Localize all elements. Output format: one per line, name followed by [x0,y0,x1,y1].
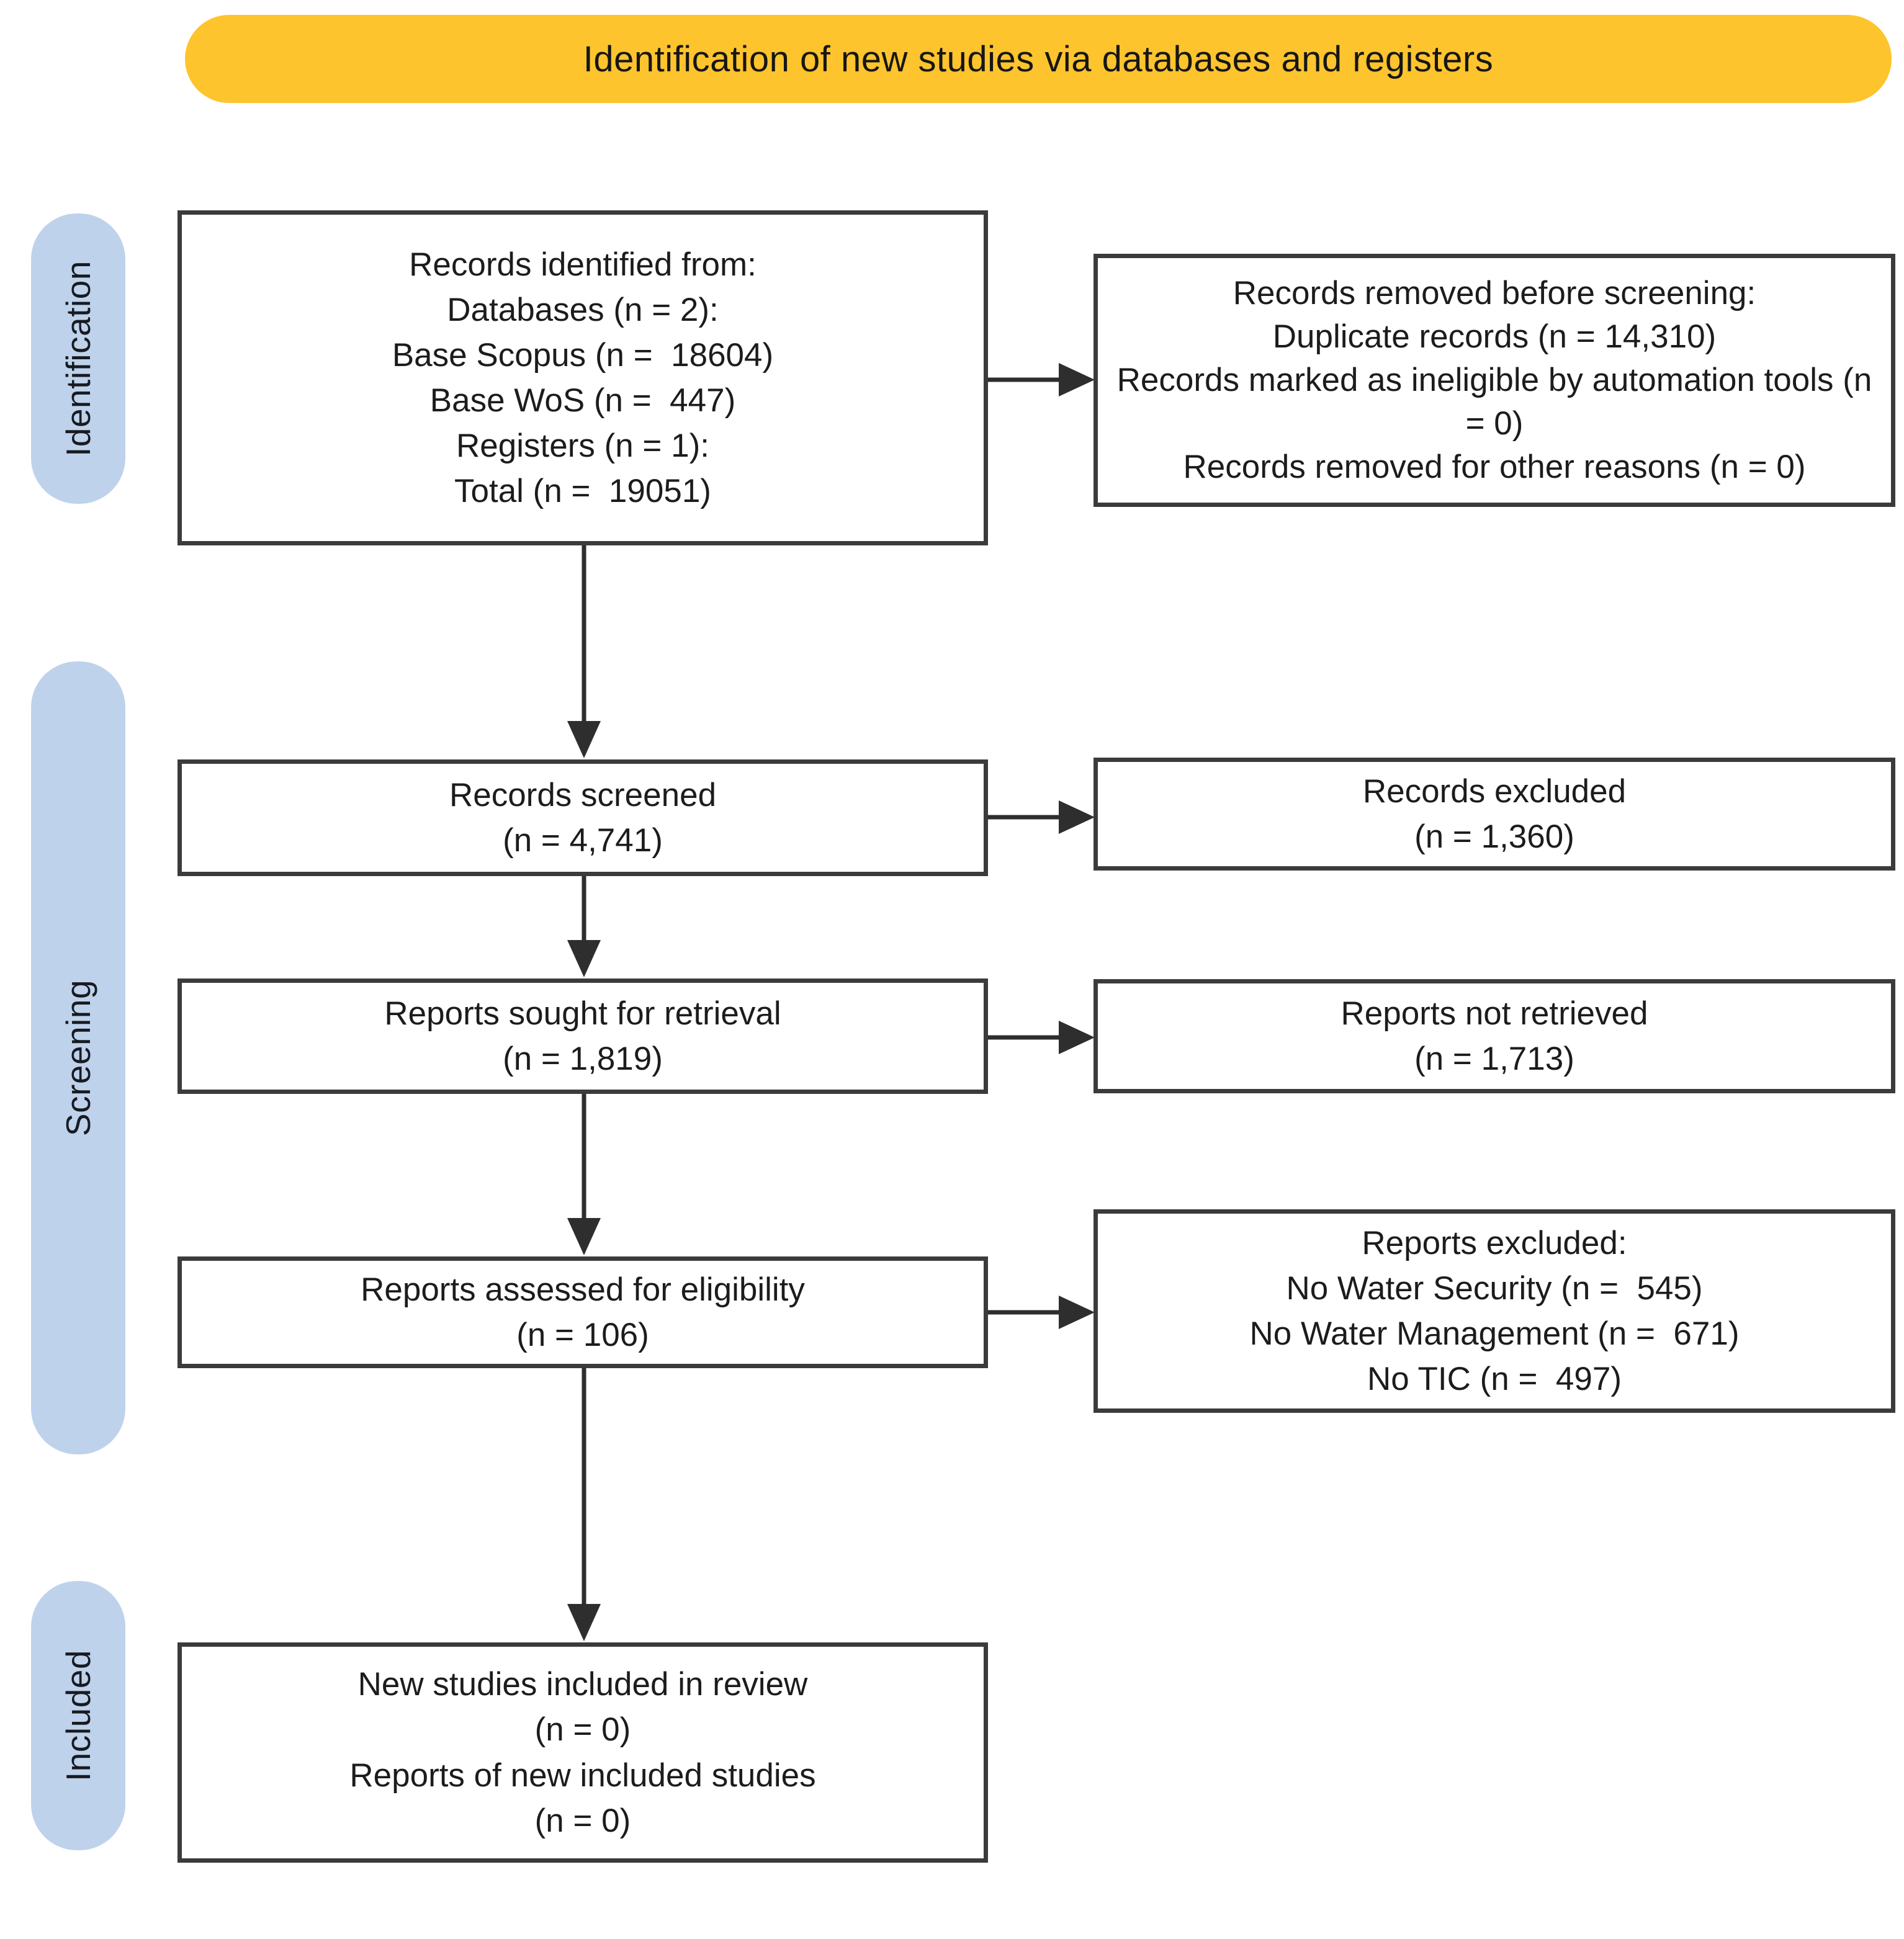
box-records-identified-text: Records identified from: Databases (n = … [392,242,773,514]
stage-label-screening: Screening [59,979,98,1137]
arrow-assessed-to-included-head [567,1604,601,1641]
box-line: Base Scopus (n = 18604) [392,336,774,374]
diagram-title: Identification of new studies via databa… [583,38,1494,79]
box-reports-assessed: Reports assessed for eligibility (n = 10… [177,1256,988,1368]
diagram-title-banner: Identification of new studies via databa… [185,15,1892,103]
arrow-identified-to-removed-head [1059,363,1095,396]
stage-pill-screening: Screening [31,661,125,1454]
box-reports-sought-text: Reports sought for retrieval (n = 1,819) [384,991,781,1081]
box-line: New studies included in review [357,1666,808,1703]
box-line: Reports not retrieved [1340,995,1648,1032]
box-reports-excluded: Reports excluded: No Water Security (n =… [1093,1209,1895,1413]
box-line: Registers (n = 1): [456,428,709,465]
box-new-studies-included-text: New studies included in review (n = 0) R… [349,1662,815,1843]
arrow-assessed-to-reports-excluded-head [1059,1296,1095,1329]
box-line: (n = 1,819) [503,1041,663,1077]
box-line: Records excluded [1362,772,1627,810]
stage-pill-identification: Identification [31,213,125,504]
stage-label-identification: Identification [59,261,97,457]
box-line: (n = 1,360) [1414,818,1574,855]
box-line: Records removed for other reasons (n = 0… [1183,448,1806,485]
box-reports-excluded-text: Reports excluded: No Water Security (n =… [1250,1220,1740,1402]
box-reports-sought: Reports sought for retrieval (n = 1,819) [177,978,988,1094]
box-line: (n = 4,741) [503,822,663,859]
box-line: Records identified from: [409,246,757,283]
box-line: Total (n = 19051) [454,473,711,510]
box-line: Reports of new included studies [349,1757,816,1794]
box-records-excluded-text: Records excluded (n = 1,360) [1363,769,1626,859]
arrow-identified-to-screened-head [567,721,601,758]
arrow-sought-to-assessed-head [567,1218,601,1255]
box-line: Databases (n = 2): [447,291,719,328]
box-line: Reports sought for retrieval [384,995,781,1032]
stage-pill-included: Included [31,1581,125,1850]
box-line: Base WoS (n = 447) [429,382,736,419]
box-reports-not-retrieved: Reports not retrieved (n = 1,713) [1093,979,1895,1093]
box-line: No Water Security (n = 545) [1286,1270,1703,1307]
box-line: Records removed before screening: [1233,275,1756,312]
box-new-studies-included: New studies included in review (n = 0) R… [177,1642,988,1863]
stage-label-included: Included [59,1650,98,1781]
box-records-excluded: Records excluded (n = 1,360) [1093,758,1895,871]
box-line: No Water Management (n = 671) [1249,1315,1740,1352]
box-line: (n = 0) [534,1802,631,1839]
box-line: Reports excluded: [1362,1224,1627,1261]
arrow-screened-to-sought-head [567,940,601,977]
box-line: Records screened [449,776,717,813]
box-reports-not-retrieved-text: Reports not retrieved (n = 1,713) [1341,991,1648,1081]
box-records-removed-text: Records removed before screening: Duplic… [1113,272,1876,489]
box-line: (n = 0) [534,1711,631,1749]
arrow-screened-to-excluded-head [1059,800,1095,834]
box-line: Reports assessed for eligibility [361,1271,805,1308]
box-line: (n = 1,713) [1414,1041,1574,1077]
arrow-sought-to-not-retrieved-head [1059,1021,1095,1054]
box-reports-assessed-text: Reports assessed for eligibility (n = 10… [361,1267,805,1358]
box-line: (n = 106) [516,1317,649,1353]
box-line: Records marked as ineligible by automati… [1116,362,1882,442]
box-records-screened: Records screened (n = 4,741) [177,759,988,876]
box-records-screened-text: Records screened (n = 4,741) [449,772,716,863]
box-line: Duplicate records (n = 14,310) [1272,318,1717,356]
box-line: No TIC (n = 497) [1367,1361,1622,1398]
box-records-removed: Records removed before screening: Duplic… [1093,254,1895,507]
box-records-identified: Records identified from: Databases (n = … [177,210,988,545]
